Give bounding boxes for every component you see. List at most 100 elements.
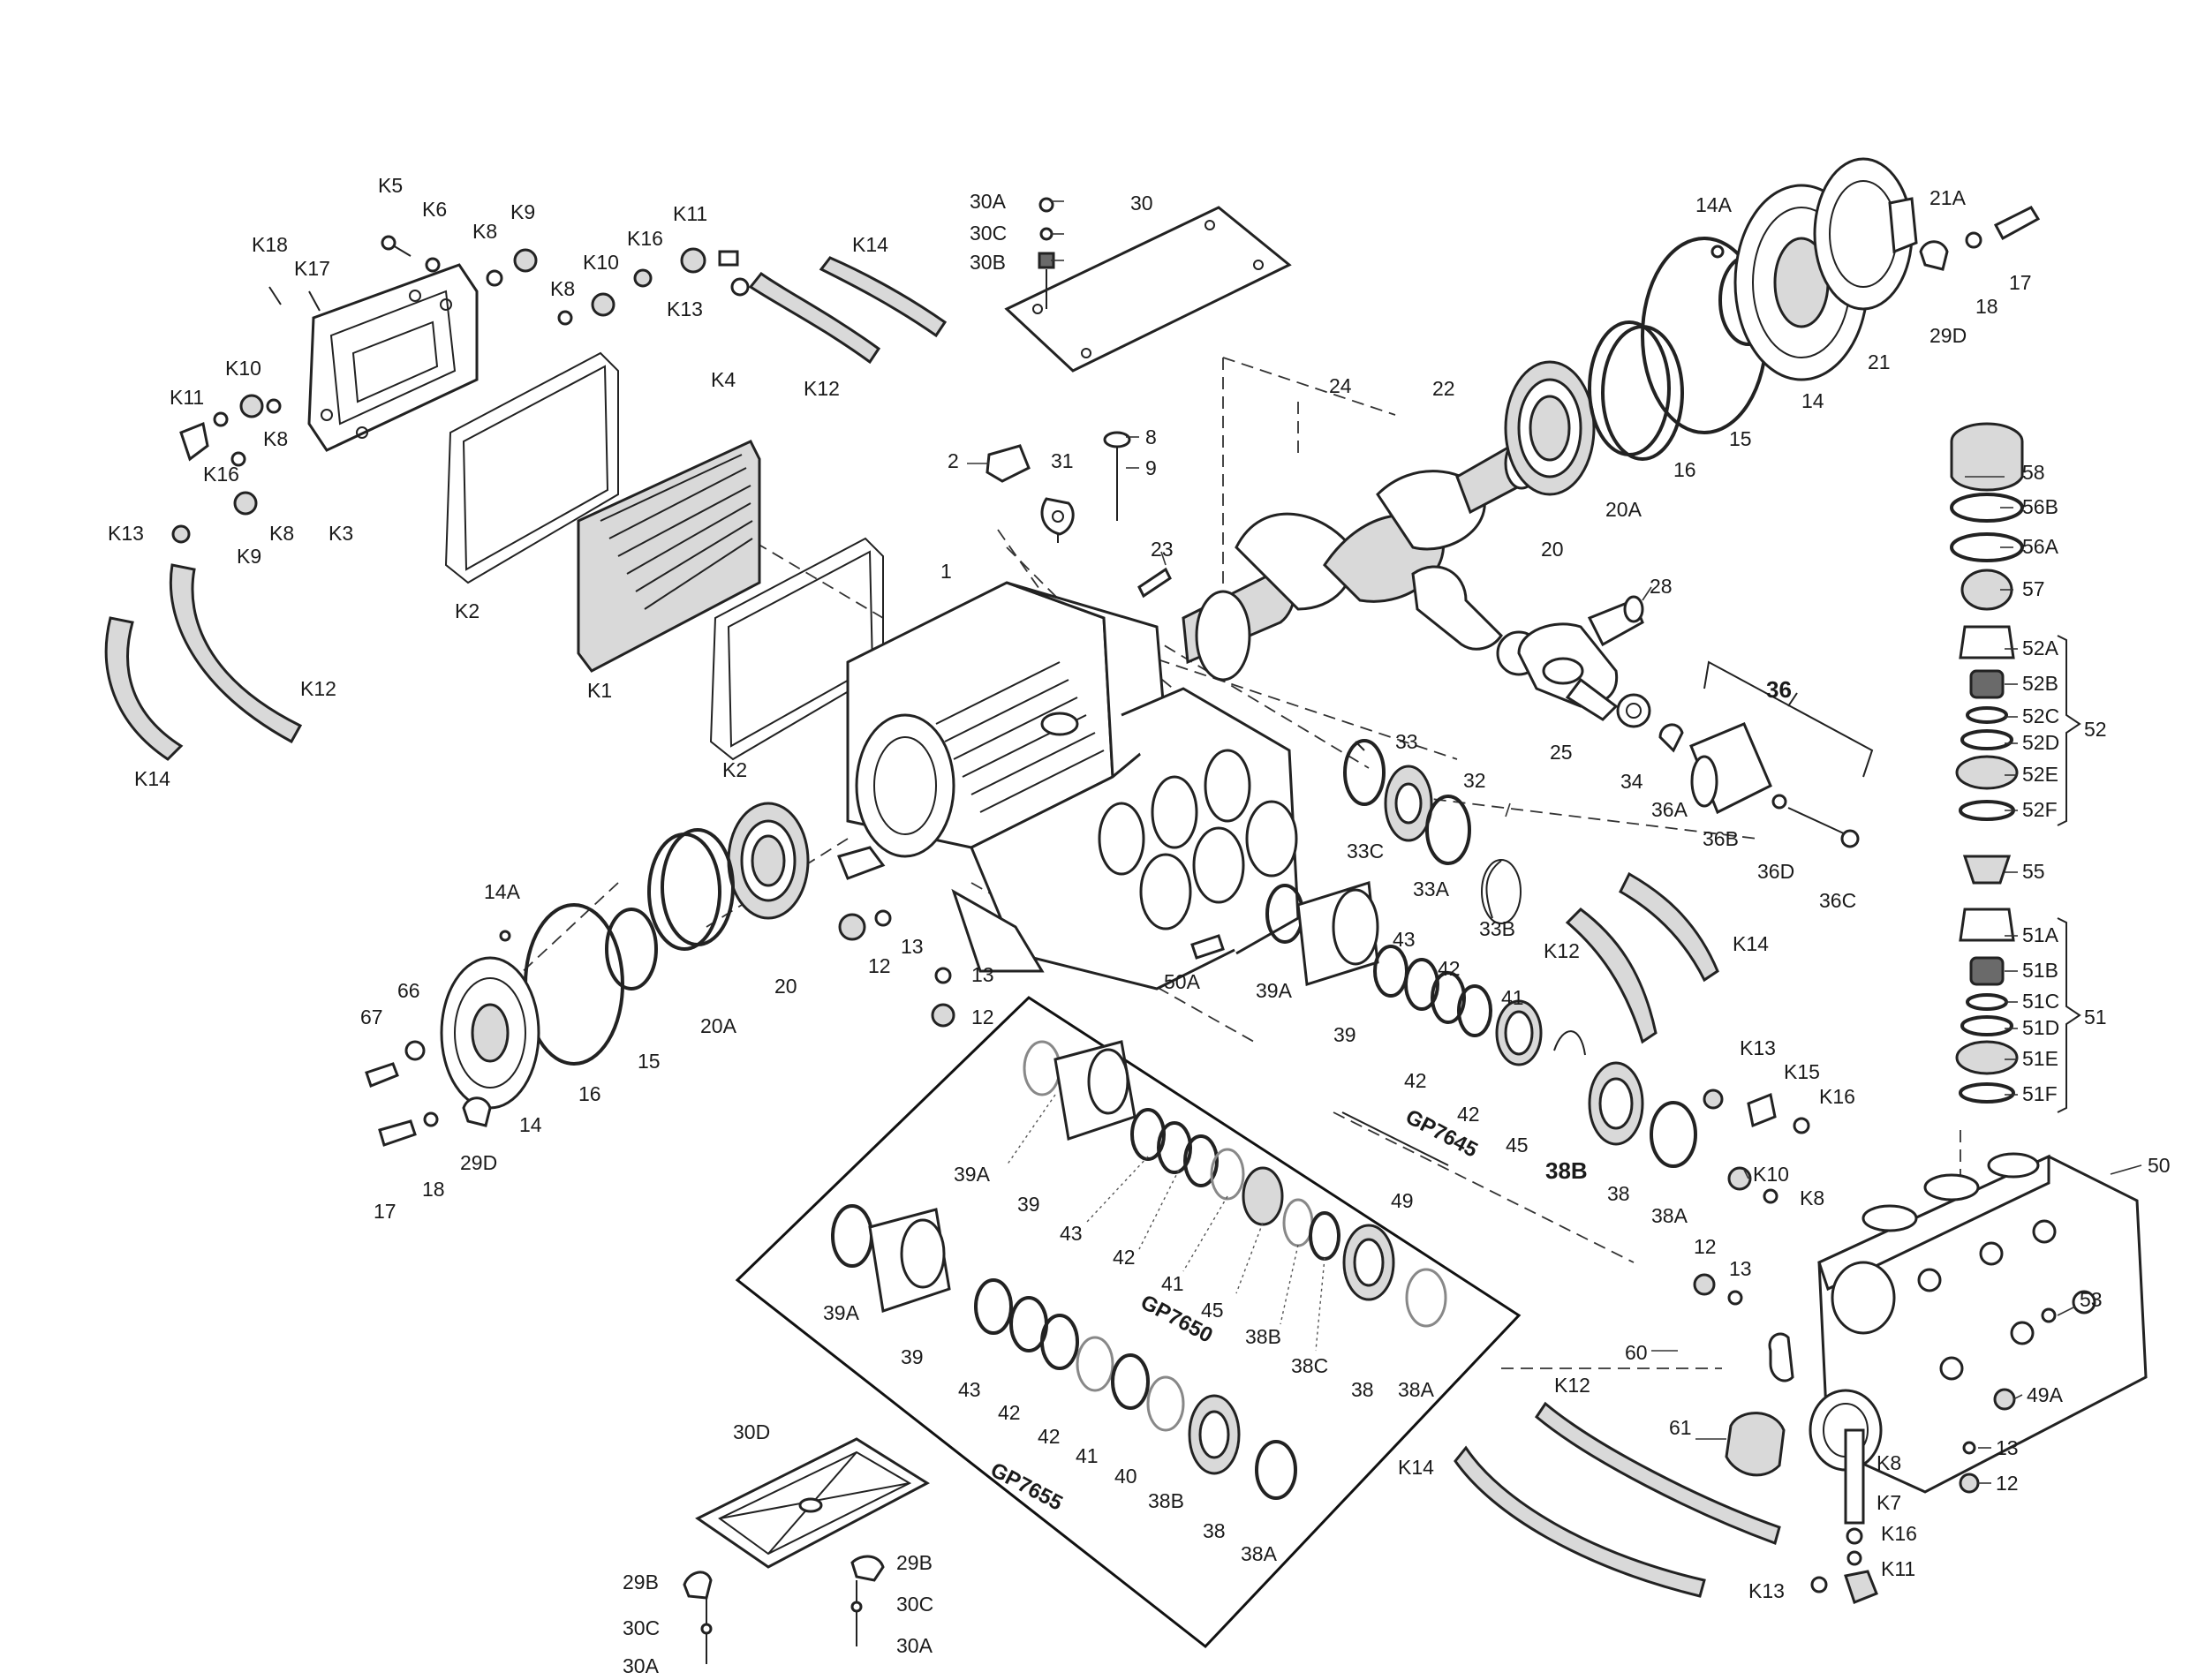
label-k3: K3: [328, 522, 353, 545]
label-k14-left: K14: [134, 767, 170, 790]
label-52: 52: [2084, 718, 2107, 741]
label-21: 21: [1868, 350, 1891, 373]
label-61: 61: [1669, 1416, 1692, 1439]
label-17-left: 17: [374, 1200, 396, 1223]
label-36d: 36D: [1757, 860, 1794, 883]
label-16-left: 16: [578, 1082, 601, 1105]
label-k10-left: K10: [225, 357, 261, 380]
label-13-lower: 13: [971, 963, 994, 986]
crankcase-1: [836, 581, 1300, 991]
label-36b: 36B: [1703, 827, 1739, 850]
label-38-main: 38: [1607, 1182, 1630, 1205]
label-15-left: 15: [638, 1050, 661, 1073]
label-23: 23: [1151, 538, 1174, 561]
label-k13-manifold: K13: [1748, 1579, 1785, 1602]
label-k5: K5: [378, 174, 403, 197]
label-k6: K6: [422, 198, 447, 221]
label-30b: 30B: [970, 251, 1006, 274]
label-45-main: 45: [1506, 1134, 1529, 1156]
label-51: 51: [2084, 1006, 2107, 1028]
part-labels: K5 K6 K8 K9 K18 K17 K8 K10 K16 K11 K13 K…: [108, 174, 2171, 1677]
label-21a: 21A: [1929, 186, 1967, 209]
label-51c: 51C: [2022, 990, 2059, 1013]
label-38b-7650: 38B: [1245, 1325, 1281, 1348]
label-k16-right: K16: [1819, 1085, 1855, 1108]
label-15-right: 15: [1729, 427, 1752, 450]
label-60: 60: [1625, 1341, 1648, 1364]
label-k14-manifold: K14: [1398, 1456, 1434, 1479]
label-40-7655: 40: [1114, 1465, 1137, 1488]
label-14-right: 14: [1801, 389, 1824, 412]
label-30a-top: 30A: [970, 190, 1007, 213]
label-42-7655-a: 42: [998, 1401, 1021, 1424]
label-k16-manifold: K16: [1881, 1522, 1917, 1545]
label-32: 32: [1463, 769, 1486, 792]
label-13-left: 13: [901, 935, 924, 958]
bearing-20-right: [1504, 360, 1596, 496]
label-12-lower: 12: [971, 1006, 994, 1028]
bottom-cover-30d: [683, 1437, 931, 1664]
seal-15-left: [605, 908, 658, 991]
label-30: 30: [1130, 192, 1153, 215]
label-38-7655: 38: [1203, 1519, 1226, 1542]
label-39a-7655: 39A: [823, 1301, 860, 1324]
label-14a-left: 14A: [484, 880, 521, 903]
crosshead-25: [1517, 622, 1619, 721]
wrist-pin-28: [1587, 595, 1644, 647]
label-k8-left-b: K8: [269, 522, 294, 545]
label-k10-manifold: K10: [1753, 1163, 1789, 1186]
label-30c-right: 30C: [896, 1593, 933, 1616]
label-36: 36: [1766, 676, 1792, 703]
label-12-manifold: 12: [1996, 1472, 2019, 1495]
label-k15: K15: [1784, 1060, 1820, 1083]
label-51e: 51E: [2022, 1047, 2058, 1070]
label-k18: K18: [252, 233, 288, 256]
top-cover-30: [1004, 197, 1292, 373]
label-k1: K1: [587, 679, 612, 702]
label-k13-right: K13: [1740, 1036, 1776, 1059]
label-1: 1: [940, 560, 952, 583]
label-38-7650: 38: [1351, 1378, 1374, 1401]
label-16-right: 16: [1673, 458, 1696, 481]
label-29b-left: 29B: [623, 1571, 659, 1593]
seal-stack-gp7655: [831, 1204, 1297, 1500]
label-42-main-c: 42: [1457, 1103, 1480, 1126]
label-36a: 36A: [1651, 798, 1688, 821]
label-52f: 52F: [2022, 798, 2058, 821]
label-52e: 52E: [2022, 763, 2058, 786]
label-51f: 51F: [2022, 1082, 2058, 1105]
label-24: 24: [1329, 374, 1352, 397]
label-20a-right: 20A: [1605, 498, 1642, 521]
label-39-main: 39: [1333, 1023, 1356, 1046]
bracket-36: [1703, 660, 1874, 778]
label-k4: K4: [711, 368, 736, 391]
label-k9-left: K9: [237, 545, 261, 568]
hoses-right: [1454, 871, 1781, 1598]
label-k9: K9: [510, 200, 535, 223]
seal-20a-left: [647, 828, 735, 951]
label-17-right: 17: [2009, 271, 2032, 294]
rear-cover-k3: [307, 263, 479, 452]
label-50: 50: [2148, 1154, 2171, 1177]
inset-frame: [735, 996, 1522, 1649]
bearing-cover-14-left: [440, 956, 540, 1110]
label-30a-right: 30A: [896, 1634, 933, 1657]
label-22: 22: [1432, 377, 1455, 400]
label-k14-right: K14: [1733, 932, 1769, 955]
label-31: 31: [1051, 449, 1074, 472]
label-12-left: 12: [868, 954, 891, 977]
label-18-right: 18: [1975, 295, 1998, 318]
label-k11-left: K11: [170, 386, 204, 409]
valve-brackets-51-52: [2057, 635, 2081, 1113]
oil-cooler-k1: [577, 440, 761, 673]
label-28: 28: [1650, 575, 1673, 598]
label-13-manifold: 13: [1996, 1436, 2019, 1459]
label-39a-7650: 39A: [954, 1163, 991, 1186]
label-k2: K2: [455, 599, 480, 622]
label-30c-top: 30C: [970, 222, 1007, 245]
label-k11-top: K11: [673, 202, 707, 225]
label-k12-left: K12: [300, 677, 336, 700]
label-42-7655-b: 42: [1038, 1425, 1061, 1448]
label-k14-top: K14: [852, 233, 888, 256]
